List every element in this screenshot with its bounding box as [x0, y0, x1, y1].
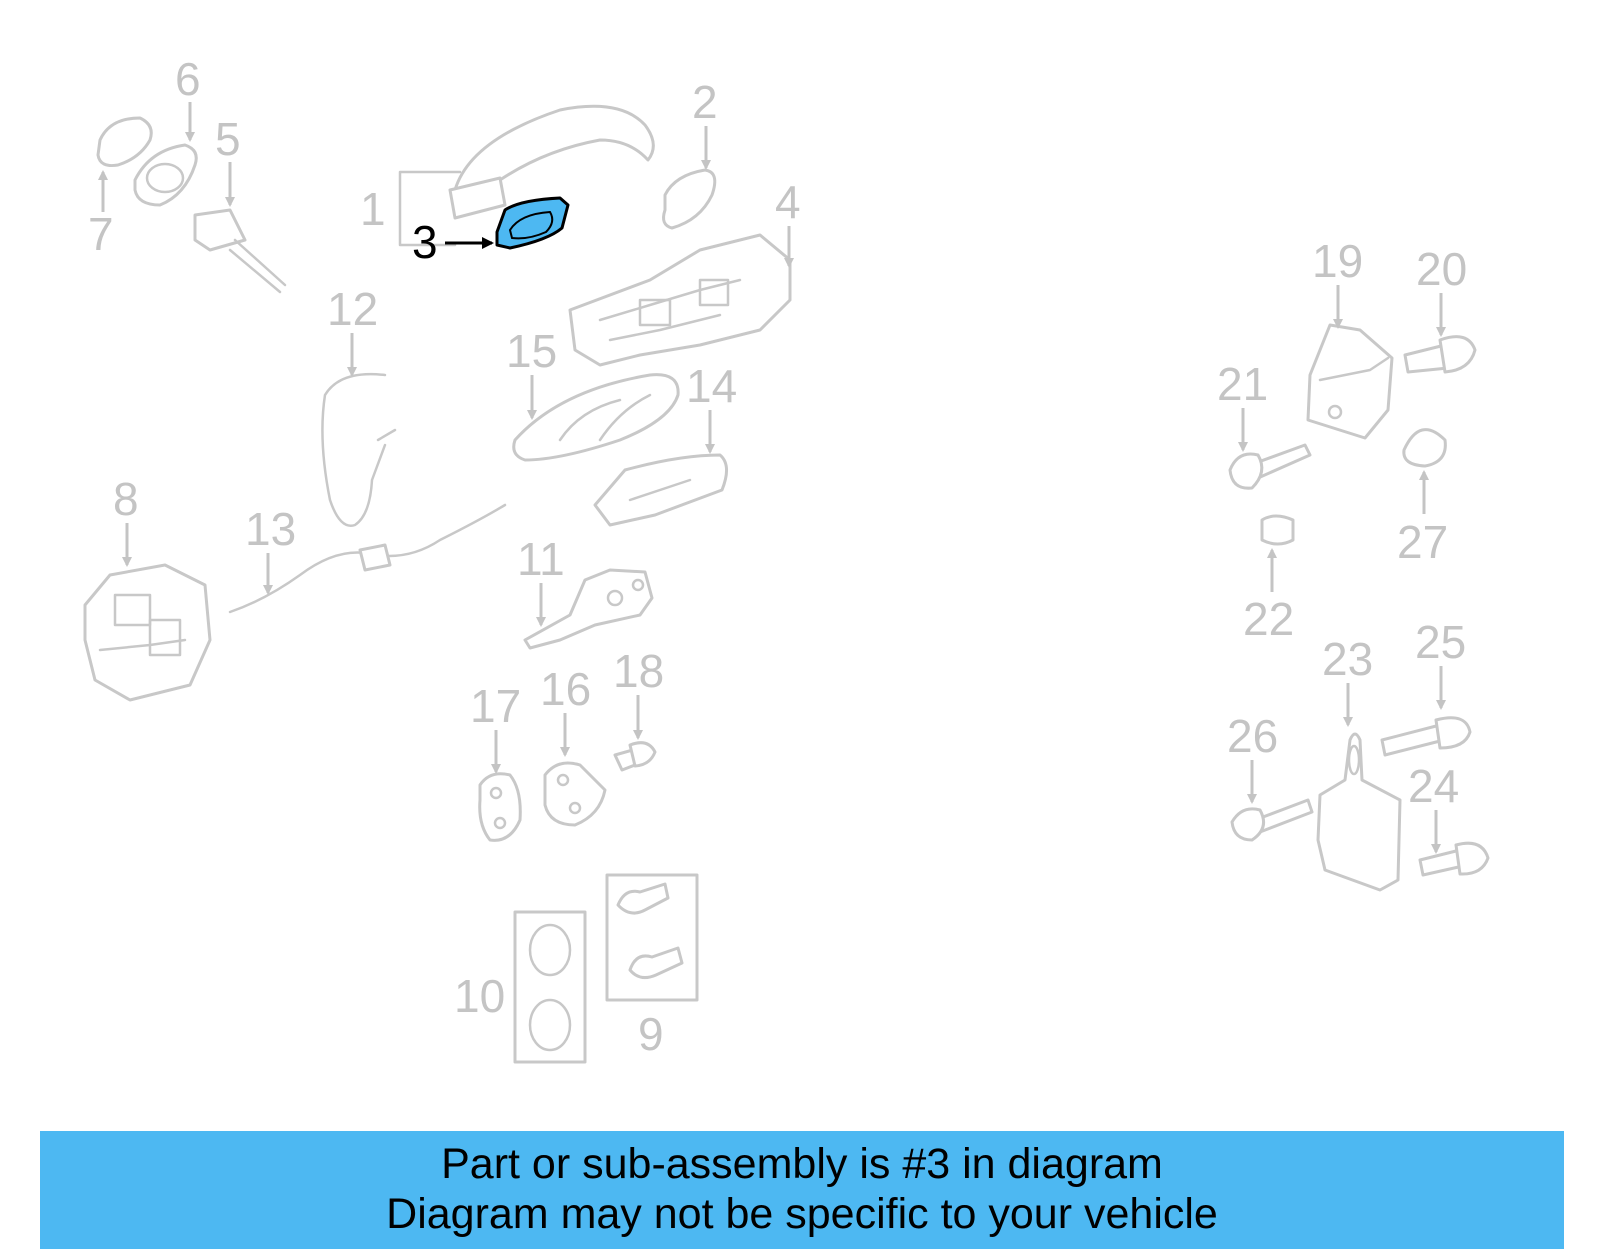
callout-22: 22 [1243, 593, 1294, 645]
part-3-highlighted [495, 196, 570, 250]
part-bolt-26 [1230, 798, 1314, 842]
part-inner-bezel [512, 373, 680, 462]
callout-11: 11 [517, 533, 565, 585]
part-door-check [1316, 732, 1402, 892]
part-lock-cylinder [193, 208, 287, 294]
callout-4: 4 [775, 176, 801, 228]
caption-line-1: Part or sub-assembly is #3 in diagram [441, 1140, 1163, 1188]
callout-21: 21 [1217, 358, 1268, 410]
callout-23: 23 [1322, 633, 1373, 685]
part-kit-10 [513, 910, 587, 1064]
callout-14: 14 [686, 360, 737, 412]
part-screw-18 [613, 741, 657, 772]
part-bolt-21 [1228, 443, 1312, 490]
callout-18: 18 [613, 645, 664, 697]
callout-5: 5 [215, 113, 241, 165]
part-bolt-24 [1418, 841, 1490, 877]
callout-16: 16 [540, 663, 591, 715]
callout-labels: 6 5 7 1 2 4 12 15 14 8 13 11 17 16 18 10… [88, 53, 1467, 1060]
part-striker [1306, 323, 1394, 440]
callout-20: 20 [1416, 243, 1467, 295]
callout-7: 7 [88, 208, 114, 260]
callout-26: 26 [1227, 710, 1278, 762]
callout-2: 2 [692, 76, 718, 128]
part-handle-frame [568, 233, 792, 367]
part-kit-9 [605, 873, 699, 1002]
caption-line-2: Diagram may not be specific to your vehi… [386, 1190, 1218, 1238]
part-seal-17 [478, 772, 522, 842]
callout-25: 25 [1415, 616, 1466, 668]
callout-24: 24 [1408, 760, 1459, 812]
part-cable-13 [228, 503, 507, 614]
callout-13: 13 [245, 503, 296, 555]
callout-19: 19 [1312, 235, 1363, 287]
part-bolt-20 [1403, 335, 1477, 374]
callout-9: 9 [638, 1008, 664, 1060]
part-cable-12 [321, 373, 397, 527]
callout-27: 27 [1397, 516, 1448, 568]
part-plug-22 [1260, 514, 1295, 546]
caption-banner: Part or sub-assembly is #3 in diagram Di… [40, 1131, 1564, 1249]
callout-1: 1 [360, 183, 386, 235]
part-plate-16 [543, 761, 607, 827]
part-bracket [523, 568, 654, 650]
callout-6: 6 [175, 53, 201, 105]
part-bolt-25 [1380, 716, 1472, 757]
callout-3: 3 [412, 216, 438, 268]
part-latch [83, 563, 212, 702]
part-outer-handle [398, 104, 655, 247]
callout-17: 17 [470, 680, 521, 732]
part-inner-handle [593, 453, 728, 527]
callout-3-highlighted: 3 [412, 216, 494, 268]
part-gasket [662, 168, 717, 230]
part-cap-27 [1402, 428, 1447, 468]
callout-8: 8 [113, 473, 139, 525]
callout-15: 15 [506, 325, 557, 377]
callout-10: 10 [454, 970, 505, 1022]
callout-12: 12 [327, 283, 378, 335]
part-mirror-cap [96, 116, 198, 207]
